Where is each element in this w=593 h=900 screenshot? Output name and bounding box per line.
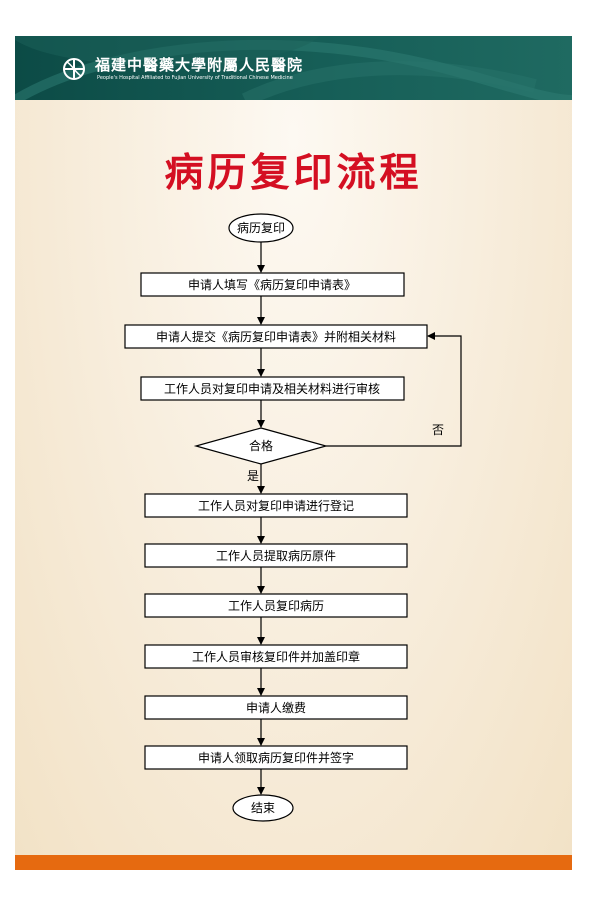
step-pay-label: 申请人缴费 [246,700,306,715]
step-fill-form [140,272,405,297]
step-review-label: 工作人员对复印申请及相关材料进行审核 [164,381,380,396]
footer-bar [15,855,572,870]
arrow-no-loop [326,332,462,447]
no-label: 否 [432,423,444,437]
end-node [232,794,294,822]
step-copy [144,593,408,618]
header-swoosh-decoration [15,36,572,100]
end-label: 结束 [251,801,275,815]
hospital-name-en: People's Hospital Affiliated to Fujian U… [97,75,293,81]
hospital-header: 福建中醫藥大學附屬人民醫院 People's Hospital Affiliat… [15,36,572,100]
step-collect [144,745,408,770]
page-title: 病历复印流程 [164,151,423,196]
step-review [140,376,405,401]
step-stamp-label: 工作人员审核复印件并加盖印章 [192,649,360,664]
step-fill-form-label: 申请人填写《病历复印申请表》 [188,277,356,292]
step-retrieve [144,543,408,568]
step-collect-label: 申请人领取病历复印件并签字 [198,750,354,765]
decision-label: 合格 [249,438,273,453]
yes-label: 是 [247,469,259,483]
step-stamp [144,644,408,669]
step-register [144,493,408,518]
poster: 福建中醫藥大學附屬人民醫院 People's Hospital Affiliat… [15,36,572,870]
step-retrieve-label: 工作人员提取病历原件 [216,548,336,563]
step-copy-label: 工作人员复印病历 [228,598,324,613]
hospital-name-cn: 福建中醫藥大學附屬人民醫院 [95,56,304,74]
start-label: 病历复印 [237,220,285,235]
step-pay [144,695,408,720]
step-register-label: 工作人员对复印申请进行登记 [198,498,354,513]
step-submit-form-label: 申请人提交《病历复印申请表》并附相关材料 [156,329,396,344]
hospital-logo-icon [63,58,85,80]
flowchart: 病历复印 申请人填写《病历复印申请表》 申请人提交《病历复印申请表》并附相关材料… [124,213,462,822]
